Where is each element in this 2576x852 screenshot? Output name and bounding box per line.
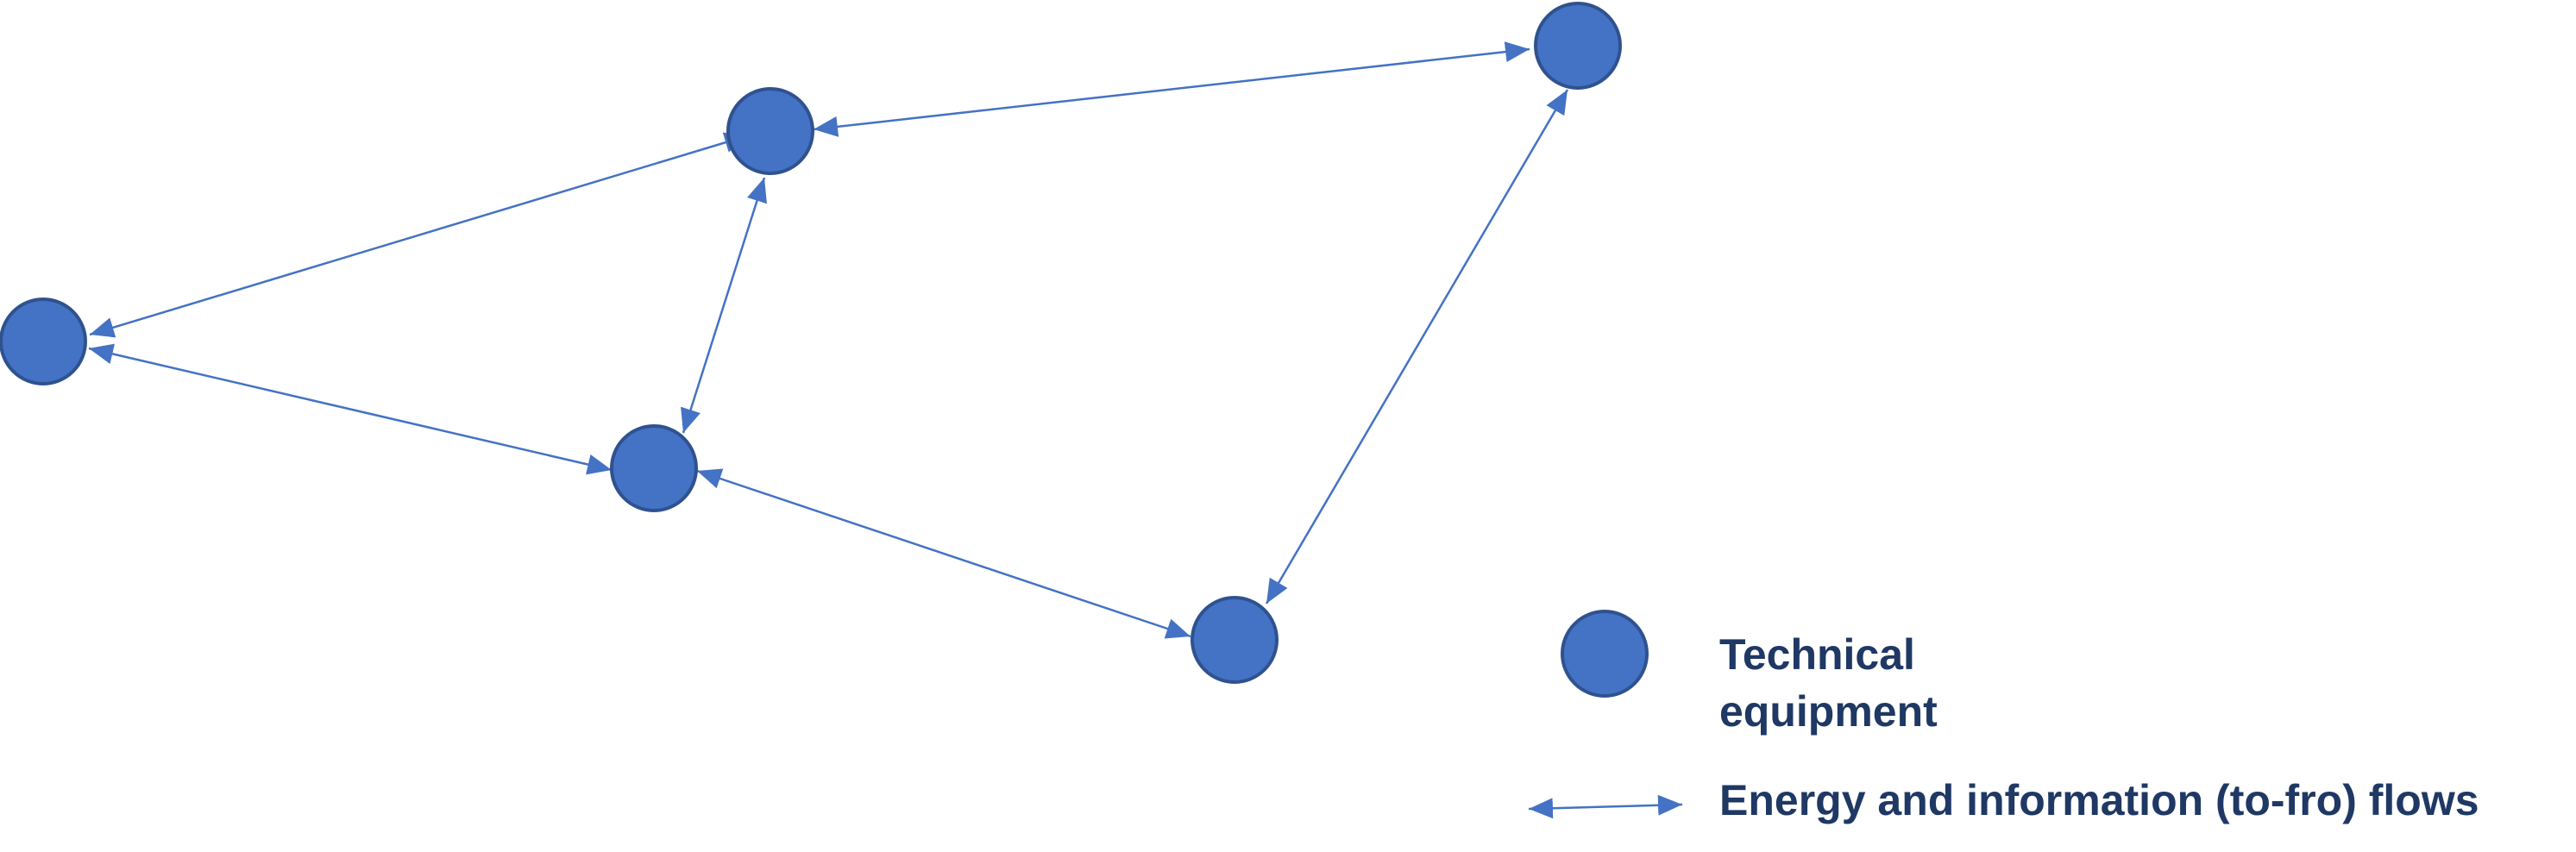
edge-top-center-to-top-right [813, 41, 1530, 137]
legend-flow-label: Energy and information (to-fro) flows [1719, 776, 2479, 824]
legend-flow-arrow-icon [1528, 794, 1683, 819]
node-bottom-right [1191, 596, 1279, 684]
edge-left-to-top-center [89, 132, 750, 338]
legend-node-icon [1561, 610, 1649, 698]
legend-node-label-line1: Technical [1719, 630, 1915, 679]
legend-node-label-line2: equipment [1719, 687, 1938, 736]
edge-top-center-to-center [681, 177, 767, 434]
node-top-center [726, 87, 814, 175]
legend-node-label: Technical equipment [1719, 626, 2082, 740]
edge-center-to-bottom-right [696, 468, 1191, 639]
edge-left-to-center [88, 343, 613, 475]
node-center [610, 424, 698, 512]
edge-top-right-to-bottom-right [1265, 89, 1569, 605]
node-top-right [1534, 2, 1622, 90]
node-left [0, 298, 87, 385]
